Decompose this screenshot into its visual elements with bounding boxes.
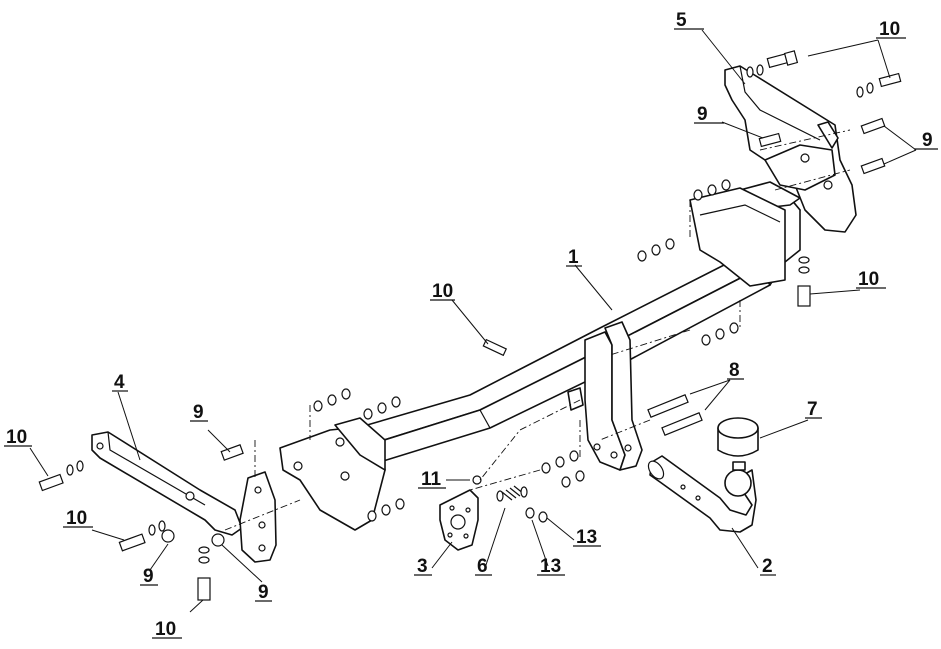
callout-13-top: 11 [421, 469, 442, 490]
callout-10-right-top: 10 [879, 19, 900, 40]
nuts-on-beam [313, 179, 739, 522]
callout-10-left: 10 [6, 427, 27, 448]
bolt-11 [482, 338, 508, 357]
bolts-center-8 [647, 394, 703, 436]
tow-ball-neck [647, 455, 757, 533]
callout-9-left-plate: 9 [258, 582, 269, 603]
callout-3: 3 [417, 556, 428, 577]
bolts-right-top [746, 50, 902, 307]
callout-2: 2 [762, 556, 773, 577]
right-side-bracket [724, 65, 857, 233]
callout-9-right-top: 9 [697, 104, 708, 125]
callout-8: 8 [729, 360, 740, 381]
tow-ball-cover [717, 417, 759, 457]
spring [496, 485, 528, 502]
callout-9-right: 9 [922, 130, 933, 151]
washer-nut-13-16 [472, 475, 548, 523]
callout-11: 10 [432, 281, 453, 302]
callout-1: 1 [568, 247, 579, 268]
callout-5: 5 [676, 10, 687, 31]
socket-plate [439, 489, 479, 551]
main-crossbeam [279, 181, 801, 531]
left-side-bracket [91, 431, 277, 563]
leader-lines [29, 29, 917, 613]
bolts-left [38, 444, 244, 601]
callout-7: 7 [807, 399, 818, 420]
callout-6: 6 [477, 556, 488, 577]
callout-4: 4 [114, 372, 125, 393]
callout-13-bottom: 13 [540, 556, 561, 577]
callout-9-left-top: 9 [193, 402, 204, 423]
callout-10-left-bottom: 10 [155, 619, 176, 640]
callout-10-left-middle: 10 [66, 508, 87, 529]
callout-9-left-bottom: 9 [143, 566, 154, 587]
callout-10-right-bottom: 10 [858, 269, 879, 290]
callout-16: 13 [576, 527, 597, 548]
callout-labels: 1 2 3 4 5 6 7 8 9 9 9 9 9 10 10 10 10 [4, 10, 938, 640]
assembly-lines [224, 129, 851, 531]
